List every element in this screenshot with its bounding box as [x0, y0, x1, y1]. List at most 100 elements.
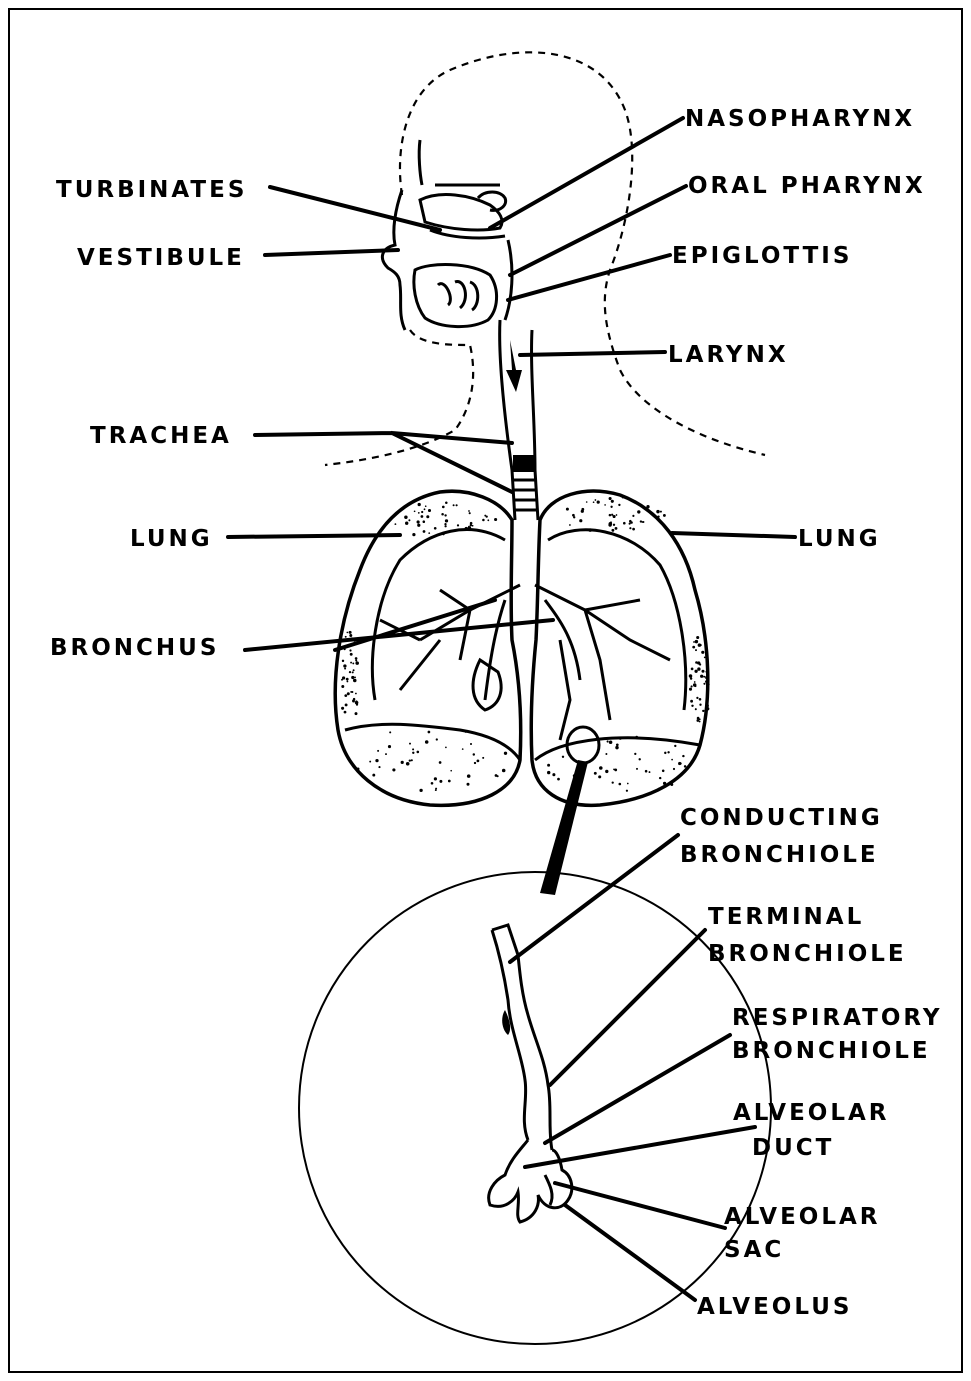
stipple-dot	[456, 504, 458, 506]
stipple-dot	[588, 528, 592, 532]
stipple-dot	[412, 748, 414, 750]
leader-nasopharynx	[490, 118, 683, 228]
stipple-dot	[629, 527, 631, 529]
stipple-dot	[695, 640, 698, 643]
stipple-dot	[611, 514, 613, 516]
stipple-dot	[690, 700, 693, 703]
stipple-dot	[610, 521, 612, 523]
stipple-dot	[453, 504, 455, 506]
stipple-dot	[497, 775, 499, 777]
stipple-dot	[689, 674, 693, 678]
stipple-dot	[696, 697, 698, 699]
stipple-dot	[344, 694, 347, 697]
stipple-dot	[605, 770, 608, 773]
stipple-dot	[639, 758, 641, 760]
stipple-dot	[636, 768, 638, 770]
stipple-dot	[659, 777, 661, 779]
stipple-dot	[369, 761, 371, 763]
stipple-dot	[616, 743, 619, 746]
stipple-dot	[707, 686, 709, 688]
stipple-dot	[618, 783, 621, 786]
stipple-dot	[699, 704, 701, 706]
stipple-dot	[355, 659, 357, 661]
stipple-dot	[412, 533, 415, 536]
stipple-dot	[409, 759, 411, 761]
stipple-dot	[680, 763, 682, 765]
stipple-dot	[569, 524, 571, 526]
leader-larynx	[520, 352, 665, 355]
stipple-dot	[641, 521, 643, 523]
stipple-dot	[349, 671, 351, 673]
stipple-dot	[599, 766, 603, 770]
label-alveolar-sac-line1: ALVEOLAR	[724, 1204, 881, 1230]
leader-alveolus	[565, 1205, 695, 1300]
stipple-dot	[344, 711, 347, 714]
label-alveolar-duct-line2: DUCT	[752, 1135, 834, 1161]
stipple-dot	[465, 527, 468, 530]
stipple-dot	[700, 675, 703, 678]
stipple-dot	[355, 693, 357, 695]
stipple-dot	[645, 770, 648, 773]
stipple-dot	[425, 740, 429, 744]
label-respiratory-line2: BRONCHIOLE	[732, 1038, 931, 1064]
stipple-dot	[664, 752, 666, 754]
stipple-dot	[356, 704, 358, 706]
stipple-dot	[434, 777, 437, 780]
stipple-dot	[473, 753, 475, 755]
stipple-dot	[442, 533, 444, 535]
stipple-dot	[494, 518, 497, 521]
stipple-dot	[547, 764, 550, 767]
stipple-dot	[482, 519, 485, 522]
stipple-dot	[474, 762, 476, 764]
stipple-dot	[350, 662, 352, 664]
stipple-dot	[417, 520, 420, 523]
stipple-dot	[351, 676, 354, 679]
stipple-dot	[352, 700, 355, 703]
stipple-dot	[629, 523, 631, 525]
stipple-dot	[450, 770, 452, 772]
stipple-dot	[605, 753, 607, 755]
label-bronchus: BRONCHUS	[50, 635, 219, 661]
stipple-dot	[699, 698, 702, 701]
label-alveolar-sac-line2: SAC	[724, 1237, 784, 1263]
stipple-dot	[609, 497, 612, 500]
stipple-dot	[598, 775, 601, 778]
stipple-dot	[445, 747, 447, 749]
stipple-dot	[635, 736, 638, 739]
stipple-dot	[702, 710, 704, 712]
stipple-dot	[349, 649, 351, 651]
stipple-dot	[444, 525, 446, 527]
stipple-dot	[622, 497, 624, 499]
stipple-dot	[409, 743, 411, 745]
stipple-dot	[597, 500, 600, 503]
stipple-dot	[442, 506, 445, 509]
stipple-dot	[502, 769, 506, 773]
stipple-dot	[357, 768, 360, 771]
stipple-dot	[472, 525, 474, 527]
label-conducting-line1: CONDUCTING	[680, 805, 883, 831]
label-trachea: TRACHEA	[90, 423, 232, 449]
stipple-dot	[417, 751, 420, 754]
stipple-dot	[670, 783, 673, 786]
leader-alveolar-sac	[555, 1183, 725, 1228]
label-lung-right: LUNG	[798, 526, 881, 552]
stipple-dot	[695, 661, 698, 664]
stipple-dot	[637, 510, 640, 513]
stipple-dot	[607, 740, 609, 742]
stipple-dot	[346, 680, 348, 682]
label-nasopharynx: NASOPHARYNX	[685, 106, 915, 132]
stipple-dot	[703, 676, 705, 678]
stipple-dot	[705, 671, 707, 673]
stipple-dot	[347, 692, 350, 695]
stipple-dot	[695, 708, 697, 710]
stipple-dot	[465, 731, 467, 733]
lungs	[335, 491, 709, 805]
stipple-dot	[349, 631, 352, 634]
stipple-dot	[618, 504, 620, 506]
label-conducting-line2: BRONCHIOLE	[680, 842, 879, 868]
stipple-dot	[352, 662, 354, 664]
stipple-dot	[436, 738, 438, 740]
stipple-dot	[439, 761, 442, 764]
stipple-dot	[342, 676, 345, 679]
